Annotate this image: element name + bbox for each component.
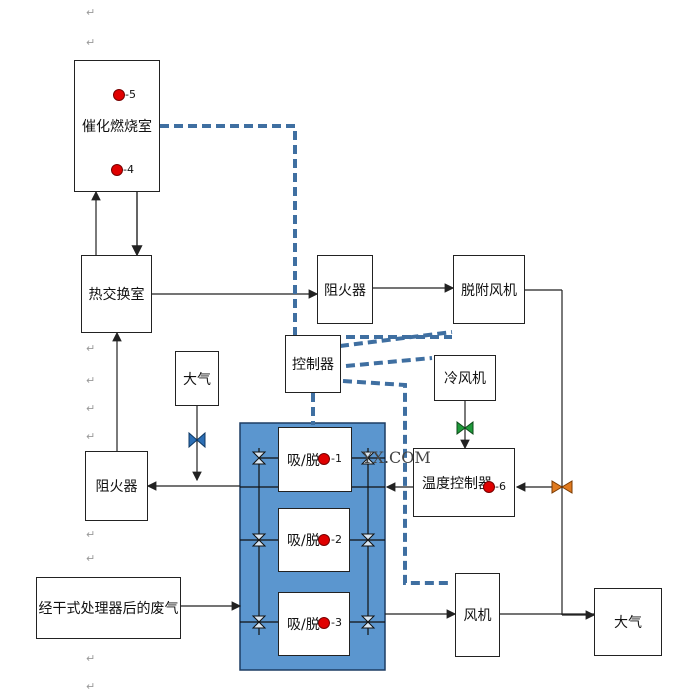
- desorption-fan: 脱附风机: [453, 255, 525, 324]
- paragraph-mark: ↵: [86, 652, 96, 665]
- desorption-fan-label: 脱附风机: [461, 282, 517, 299]
- adsorber-unit-3: 吸/脱: [278, 592, 350, 656]
- paragraph-mark: ↵: [86, 552, 96, 565]
- adsorber-unit-1: 吸/脱: [278, 427, 352, 492]
- watermark-text: YX.COM: [362, 448, 431, 467]
- atmosphere-right-label: 大气: [614, 615, 642, 631]
- sensor-dot-5: [113, 89, 125, 101]
- controller: 控制器: [285, 335, 341, 393]
- heat-exchanger-label: 热交换室: [88, 287, 145, 303]
- flame-arrester-top: 阻火器: [317, 255, 373, 324]
- paragraph-mark: ↵: [86, 528, 96, 541]
- paragraph-mark: ↵: [86, 342, 96, 355]
- catalytic-combustion-chamber-label: 催化燃烧室: [82, 119, 152, 135]
- heat-exchanger: 热交换室: [81, 255, 152, 333]
- valve-blue: [188, 431, 206, 449]
- sensor-dot-2: [318, 534, 330, 546]
- adsorber-unit-3-label: 吸/脱: [287, 617, 320, 633]
- waste-gas-source-label: 经干式处理器后的废气: [38, 601, 179, 617]
- sensor-label-2: -2: [331, 533, 342, 546]
- sensor-dot-3: [318, 617, 330, 629]
- sensor-label-3: -3: [331, 616, 342, 629]
- sensor-label-6: -6: [495, 480, 506, 493]
- paragraph-mark: ↵: [86, 36, 96, 49]
- temperature-controller-label: 温度控制器: [422, 475, 492, 492]
- flame-arrester-left-label: 阻火器: [95, 479, 138, 495]
- valve-orange: [551, 480, 573, 494]
- paragraph-mark: ↵: [86, 430, 96, 443]
- paragraph-mark: ↵: [86, 374, 96, 387]
- sensor-label-1: -1: [331, 452, 342, 465]
- atmosphere-top: 大气: [175, 351, 219, 406]
- paragraph-mark: ↵: [86, 402, 96, 415]
- main-fan-label: 风机: [463, 608, 492, 624]
- sensor-dot-4: [111, 164, 123, 176]
- valve-green: [456, 421, 474, 435]
- sensor-dot-6: [483, 481, 495, 493]
- sensor-label-4: -4: [123, 163, 134, 176]
- flame-arrester-top-label: 阻火器: [324, 282, 366, 299]
- adsorber-unit-2-label: 吸/脱: [287, 533, 320, 549]
- temperature-controller: 温度控制器: [413, 448, 515, 517]
- sensor-dot-1: [318, 453, 330, 465]
- adsorber-unit-2: 吸/脱: [278, 508, 350, 572]
- flame-arrester-left: 阻火器: [85, 451, 148, 521]
- paragraph-mark: ↵: [86, 6, 96, 19]
- main-fan: 风机: [455, 573, 500, 657]
- controller-label: 控制器: [292, 357, 334, 373]
- cold-fan: 冷风机: [434, 355, 496, 401]
- cold-fan-label: 冷风机: [444, 371, 486, 387]
- sensor-label-5: -5: [125, 88, 136, 101]
- adsorber-unit-1-label: 吸/脱: [287, 452, 320, 469]
- atmosphere-top-label: 大气: [183, 371, 211, 388]
- paragraph-mark: ↵: [86, 680, 96, 693]
- waste-gas-source: 经干式处理器后的废气: [36, 577, 181, 639]
- atmosphere-right: 大气: [594, 588, 662, 656]
